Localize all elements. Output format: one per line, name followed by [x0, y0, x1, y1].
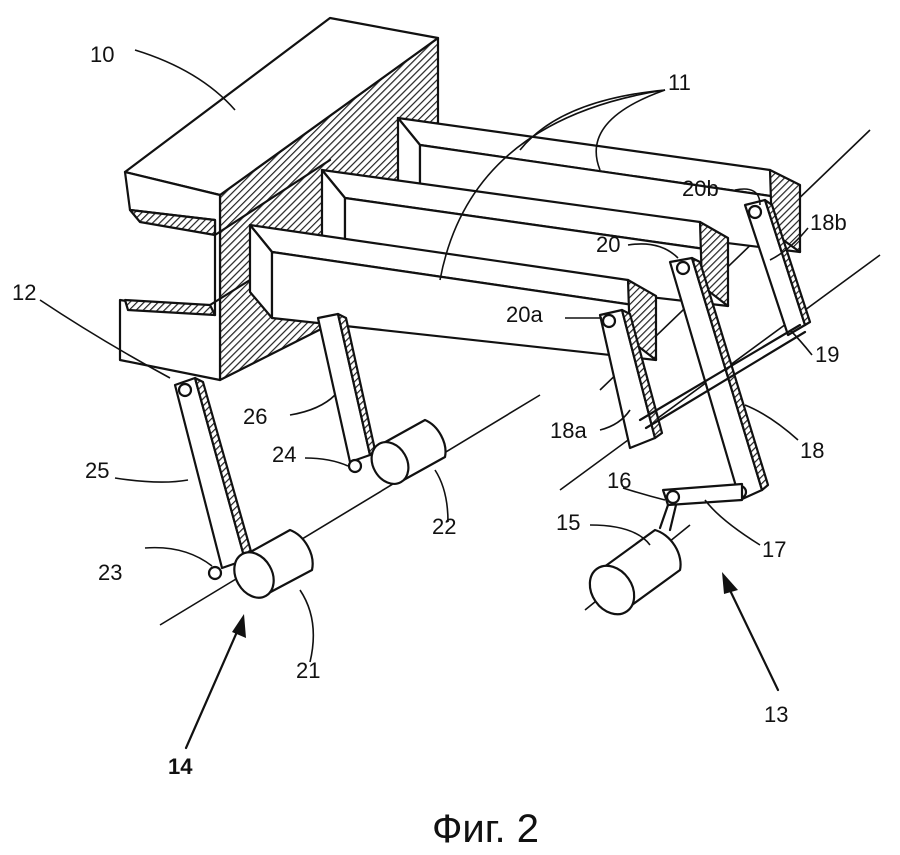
lever-18b — [743, 198, 812, 337]
label-22: 22 — [432, 514, 456, 539]
label-11: 11 — [668, 70, 691, 95]
label-15: 15 — [556, 510, 580, 535]
motor-22 — [370, 418, 447, 485]
figure-caption: Фиг. 2 — [432, 807, 539, 851]
label-24: 24 — [272, 442, 296, 467]
label-14: 14 — [168, 754, 193, 779]
label-20: 20 — [596, 232, 620, 257]
motor-15 — [588, 528, 682, 616]
label-19: 19 — [815, 342, 839, 367]
label-26: 26 — [243, 404, 267, 429]
motor-21 — [233, 528, 314, 599]
lever-26 — [316, 312, 377, 474]
label-18: 18 — [800, 438, 824, 463]
leader-lines — [39, 49, 813, 663]
connecting-rod-19 — [638, 323, 807, 430]
lever-18 — [668, 256, 770, 502]
label-20a: 20a — [506, 302, 543, 327]
arrow-13 — [722, 572, 780, 692]
label-17: 17 — [762, 537, 786, 562]
label-10: 10 — [90, 42, 114, 67]
label-13: 13 — [764, 702, 788, 727]
label-16: 16 — [607, 468, 631, 493]
label-25: 25 — [85, 458, 109, 483]
label-20b: 20b — [682, 176, 719, 201]
lever-18a — [598, 308, 664, 450]
label-21: 21 — [296, 658, 320, 683]
arrow-14 — [184, 614, 246, 750]
label-18a: 18a — [550, 418, 587, 443]
label-12: 12 — [12, 280, 36, 305]
lever-25 — [173, 376, 254, 581]
label-18b: 18b — [810, 210, 847, 235]
label-23: 23 — [98, 560, 122, 585]
crank-16 — [658, 482, 744, 532]
paddle-front — [248, 223, 658, 362]
